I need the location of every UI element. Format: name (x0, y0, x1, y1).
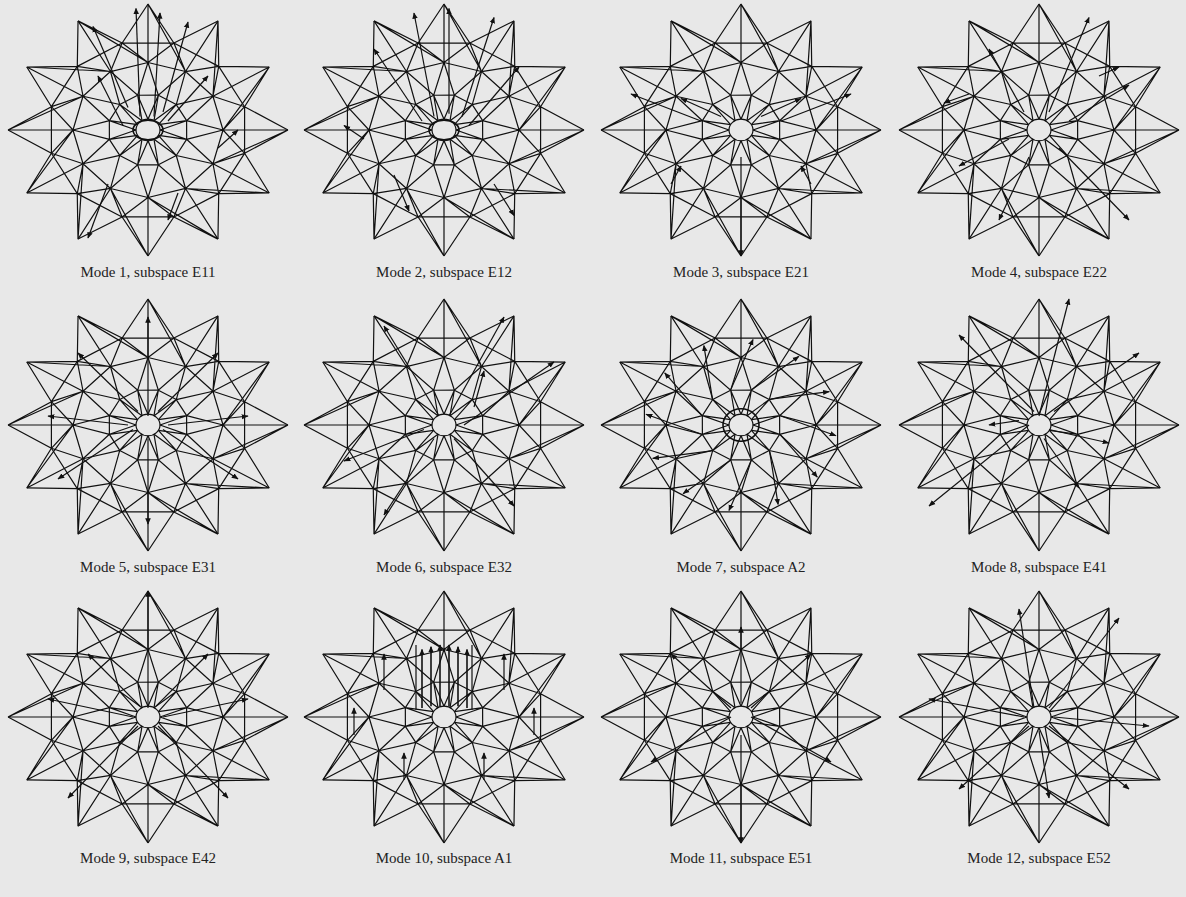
mode-caption: Mode 9, subspace E42 (80, 850, 216, 867)
mode-caption: Mode 11, subspace E51 (670, 850, 813, 867)
mode-caption: Mode 12, subspace E52 (967, 850, 1110, 867)
mode-caption: Mode 1, subspace E11 (80, 264, 215, 281)
mode-caption: Mode 10, subspace A1 (376, 850, 513, 867)
mode-caption: Mode 7, subspace A2 (676, 559, 805, 576)
mode-caption: Mode 8, subspace E41 (971, 559, 1107, 576)
mode-caption: Mode 3, subspace E21 (673, 264, 809, 281)
mode-caption: Mode 5, subspace E31 (80, 559, 216, 576)
mode-caption: Mode 2, subspace E12 (376, 264, 512, 281)
mode-caption: Mode 4, subspace E22 (971, 264, 1107, 281)
mode-caption: Mode 6, subspace E32 (376, 559, 512, 576)
